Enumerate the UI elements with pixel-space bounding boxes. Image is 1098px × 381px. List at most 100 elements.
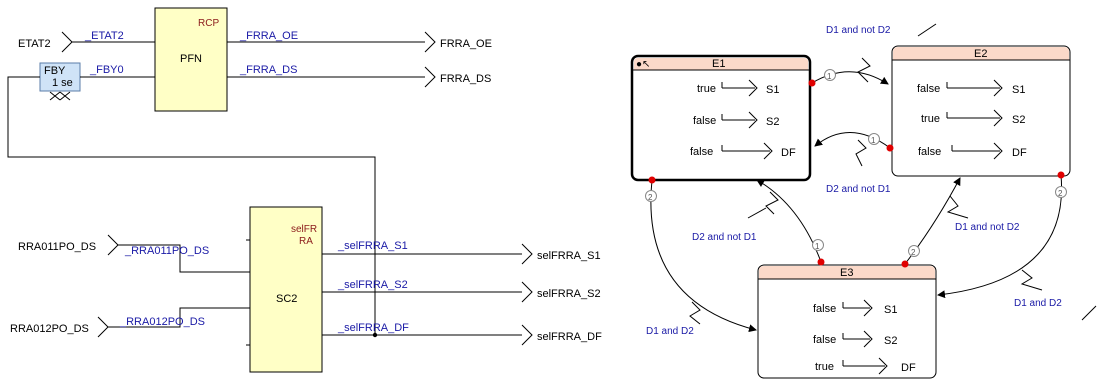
state-e3-frame <box>757 264 937 379</box>
state-e3-name: E3 <box>840 267 853 279</box>
guard-zigzag <box>855 139 867 167</box>
output-chevron-sel-s1 <box>521 243 533 265</box>
e3-row3-output: DF <box>901 362 916 374</box>
signal-frra-ds[interactable]: _FRRA_DS <box>239 64 297 76</box>
e2-row2-value: true <box>921 113 940 125</box>
signal-fby0[interactable]: _FBY0 <box>89 64 124 76</box>
transition-e2-e1[interactable] <box>814 132 891 149</box>
signal-rra011[interactable]: _RRA011PO_DS <box>124 245 209 257</box>
priority-badge <box>824 69 836 81</box>
e1-row1-output: S1 <box>766 84 779 96</box>
state-e1-header <box>634 58 808 70</box>
e1-row2-output: S2 <box>766 116 779 128</box>
signal-frra-oe[interactable]: _FRRA_OE <box>239 30 298 42</box>
priority-number: 1 <box>815 242 820 251</box>
transition-source-dot <box>648 176 656 184</box>
priority-badge <box>645 190 657 202</box>
e3-row2-value: false <box>813 334 836 346</box>
input-chevron-rra011 <box>107 234 119 256</box>
transition-e3-e1[interactable] <box>756 179 822 263</box>
e1-row1-value: true <box>697 83 716 95</box>
fby-cross-icon <box>49 91 71 101</box>
transition-e1-e2[interactable] <box>811 71 889 85</box>
output-label-frra-oe: FRRA_OE <box>440 38 492 50</box>
pfn-block[interactable] <box>154 7 228 112</box>
wire-rra012 <box>108 307 250 328</box>
priority-badge <box>868 133 880 145</box>
input-label-rra012: RRA012PO_DS <box>10 323 89 335</box>
e2-row3-value: false <box>918 146 941 158</box>
priority-badge <box>812 239 824 251</box>
e3-row1-output: S1 <box>884 304 897 316</box>
priority-number: 2 <box>911 248 916 257</box>
output-chevron-frra-ds <box>424 66 436 88</box>
guard-e1-e3: D1 and D2 <box>646 326 694 337</box>
e3-row3-value: true <box>815 361 834 373</box>
e1-row3-output: DF <box>781 147 796 159</box>
e2-row1-value: false <box>917 83 940 95</box>
sc2-tag-line2: RA <box>299 236 313 247</box>
priority-badge <box>1055 186 1067 198</box>
guard-zigzag <box>946 195 969 219</box>
output-label-sel-s2: selFRRA_S2 <box>537 288 601 300</box>
guard-tick <box>747 207 767 219</box>
output-label-sel-s1: selFRRA_S1 <box>537 250 601 262</box>
state-e1-frame <box>630 54 812 182</box>
guard-zigzag <box>857 57 871 83</box>
state-e3[interactable]: E3 false S1 false S2 true DF <box>757 264 937 379</box>
input-chevron-etat2 <box>61 31 73 53</box>
e2-row3-output: DF <box>1012 147 1027 159</box>
transition-e2-e3[interactable] <box>937 174 1063 299</box>
state-e3-header <box>759 266 935 279</box>
e3-row1-value: false <box>813 303 836 315</box>
sc2-block[interactable] <box>249 206 323 373</box>
transition-source-dot <box>886 144 894 152</box>
guard-zigzag <box>1020 269 1043 291</box>
transition-source-dot <box>1057 171 1065 179</box>
e1-row2-value: false <box>693 115 716 127</box>
fby-delay: 1 se <box>52 77 73 89</box>
transition-source-dot <box>808 79 816 87</box>
state-e1[interactable]: E1 ●↖ true S1 false S2 false DF <box>630 54 812 182</box>
transition-source-dot <box>901 260 909 268</box>
feedback-wire <box>7 76 376 335</box>
state-e2-frame <box>891 45 1071 177</box>
e1-row3-value: false <box>690 146 713 158</box>
state-e2-header <box>893 47 1069 60</box>
priority-number: 1 <box>871 136 876 145</box>
e2-row1-output: S1 <box>1012 84 1025 96</box>
e3-row2-output: S2 <box>884 335 897 347</box>
priority-number: 2 <box>648 193 653 202</box>
signal-sel-df[interactable]: _selFRRA_DF <box>337 322 409 334</box>
guard-zigzag <box>689 301 701 325</box>
sc2-tag-line1: selFR <box>291 224 317 235</box>
guard-e2-e1: D2 and not D1 <box>826 184 891 195</box>
guard-e1-e2: D1 and not D2 <box>826 25 891 36</box>
guard-e3-e1: D2 and not D1 <box>692 232 757 243</box>
fby-label: FBY <box>44 65 66 77</box>
signal-etat2[interactable]: _ETAT2 <box>84 30 124 42</box>
output-chevron-frra-oe <box>424 31 436 53</box>
wire-rra011 <box>118 244 250 273</box>
priority-badge <box>908 245 920 257</box>
signal-sel-s1[interactable]: _selFRRA_S1 <box>337 240 408 252</box>
priority-number: 2 <box>1058 189 1063 198</box>
sc2-stubs <box>246 239 250 346</box>
state-machine: E1 ●↖ true S1 false S2 false DF E2 false… <box>630 23 1097 379</box>
signal-rra012[interactable]: _RRA012PO_DS <box>119 316 205 328</box>
guard-zigzag <box>765 191 779 215</box>
state-e2[interactable]: E2 false S1 true S2 false DF <box>891 45 1071 177</box>
output-chevron-sel-df <box>521 324 533 346</box>
priority-number: 1 <box>827 72 832 81</box>
signal-sel-s2[interactable]: _selFRRA_S2 <box>337 279 408 291</box>
transition-e1-e3[interactable] <box>650 179 757 333</box>
input-label-rra011: RRA011PO_DS <box>18 241 96 253</box>
output-label-sel-df: selFRRA_DF <box>537 331 602 343</box>
pfn-tag: RCP <box>198 18 219 29</box>
initial-state-icon: ●↖ <box>636 59 650 70</box>
block-diagram: ETAT2 _ETAT2 FBY 1 se _FBY0 RCP PFN _FRR… <box>7 7 602 373</box>
pfn-name: PFN <box>180 53 202 65</box>
state-e1-name: E1 <box>712 58 725 70</box>
input-label-etat2: ETAT2 <box>18 38 51 50</box>
